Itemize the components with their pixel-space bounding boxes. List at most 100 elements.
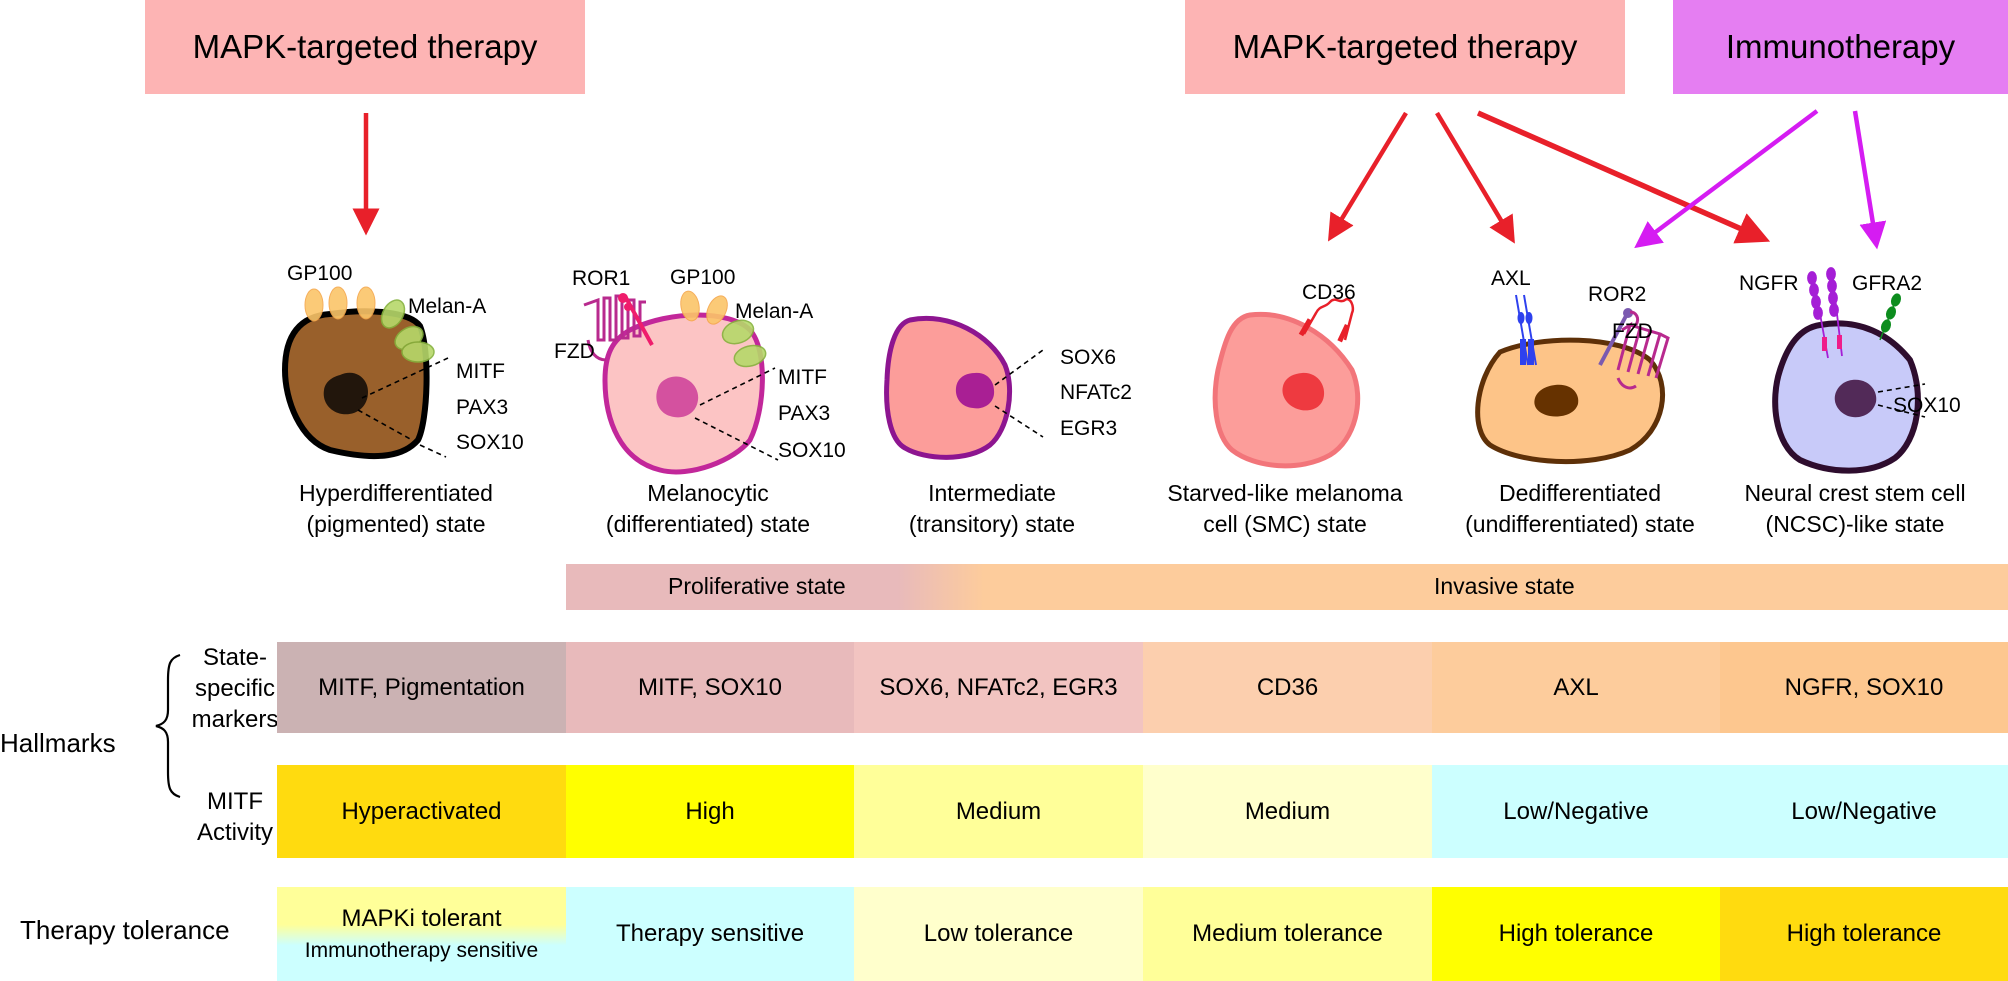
therapy-cell-text: High tolerance	[1498, 920, 1654, 947]
mitf-label-line2: Activity	[196, 819, 273, 846]
state-specific-markers-label: State- specific markers	[185, 642, 285, 735]
mapk-therapy-box-right: MAPK-targeted therapy	[1185, 0, 1625, 94]
label-melanocytic-line1: Melanocytic	[647, 480, 769, 506]
mitf-cell: Medium	[854, 765, 1143, 858]
label-ncsc: Neural crest stem cell (NCSC)-like state	[1705, 478, 2005, 540]
marker-pax3-hyper: PAX3	[456, 396, 509, 419]
marker-ror2: ROR2	[1588, 283, 1647, 306]
label-melanocytic-line2: (differentiated) state	[605, 511, 811, 537]
mitf-cell-text: Medium	[1244, 797, 1331, 825]
mitf-cell-text: Low/Negative	[1791, 797, 1937, 825]
markers-cell-text: MITF, Pigmentation	[318, 673, 525, 701]
marker-gfra2: GFRA2	[1852, 272, 1923, 295]
markers-cell-text: SOX6, NFATc2, EGR3	[879, 673, 1118, 701]
label-dedifferentiated-line1: Dedifferentiated	[1499, 480, 1661, 506]
mitf-cell-text: Low/Negative	[1503, 797, 1649, 825]
label-intermediate: Intermediate (transitory) state	[842, 478, 1142, 540]
arrow-mapk-to-smc	[1327, 111, 1408, 242]
label-smc-line2: cell (SMC) state	[1203, 511, 1367, 537]
markers-label-line1: State-	[202, 644, 268, 671]
label-melanocytic: Melanocytic (differentiated) state	[558, 478, 858, 540]
arrow-immuno-to-dedifferentiated	[1634, 109, 1819, 249]
therapy-cell-text: Low tolerance	[923, 920, 1074, 947]
marker-sox6: SOX6	[1060, 346, 1117, 369]
therapy-cell: Low tolerance	[854, 887, 1143, 981]
marker-sox10-ncsc: SOX10	[1893, 394, 1961, 417]
label-intermediate-line2: (transitory) state	[908, 511, 1076, 537]
markers-cell: NGFR, SOX10	[1720, 642, 2008, 733]
marker-fzd-dediff: FZD	[1612, 320, 1653, 343]
dedifferentiated-cell-icon	[1475, 294, 1670, 465]
mitf-label-line1: MITF	[207, 788, 263, 815]
markers-cell: AXL	[1432, 642, 1720, 733]
marker-melana-melanocytic: Melan-A	[735, 300, 814, 323]
arrow-immuno-to-ncsc	[1852, 110, 1887, 250]
markers-label-line3: markers	[191, 706, 279, 733]
marker-cd36: CD36	[1302, 281, 1356, 304]
therapy-cell-text: Medium tolerance	[1192, 920, 1383, 947]
markers-cell: MITF, Pigmentation	[277, 642, 566, 733]
marker-sox10-melanocytic: SOX10	[778, 439, 846, 462]
arrow-mapk-to-ncsc	[1476, 110, 1771, 244]
markers-cell: MITF, SOX10	[566, 642, 854, 733]
hyperdifferentiated-cell-icon	[281, 286, 449, 459]
label-smc: Starved-like melanoma cell (SMC) state	[1135, 478, 1435, 540]
marker-melana-hyper: Melan-A	[408, 295, 487, 318]
therapy-cell: High tolerance	[1720, 887, 2008, 981]
label-hyperdifferentiated-line2: (pigmented) state	[306, 511, 486, 537]
therapy-cell: High tolerance	[1432, 887, 1720, 981]
therapy-cell-text-secondary: Immunotherapy sensitive	[304, 939, 539, 962]
marker-fzd-melanocytic: FZD	[554, 340, 595, 363]
mitf-cell: High	[566, 765, 854, 858]
phenotype-bar: Proliferative state Invasive state	[566, 564, 2008, 610]
label-smc-line1: Starved-like melanoma	[1167, 480, 1403, 506]
mapk-therapy-label-left: MAPK-targeted therapy	[192, 28, 538, 65]
marker-ngfr: NGFR	[1739, 272, 1799, 295]
marker-ror1: ROR1	[572, 267, 631, 290]
marker-gp100-hyper: GP100	[287, 262, 353, 285]
mitf-cell: Medium	[1143, 765, 1432, 858]
mapk-therapy-label-right: MAPK-targeted therapy	[1232, 28, 1578, 65]
therapy-cell-text: MAPKi tolerant	[341, 905, 502, 932]
mitf-cell: Low/Negative	[1720, 765, 2008, 858]
label-hyperdifferentiated: Hyperdifferentiated (pigmented) state	[246, 478, 546, 540]
therapy-cell-text: High tolerance	[1786, 920, 1942, 947]
marker-nfatc2: NFATc2	[1060, 381, 1132, 404]
arrow-mapk-to-dedifferentiated	[1435, 111, 1515, 244]
markers-cell: CD36	[1143, 642, 1432, 733]
mitf-cell: Hyperactivated	[277, 765, 566, 858]
hallmarks-brace-icon	[155, 653, 181, 799]
marker-axl: AXL	[1491, 267, 1531, 290]
proliferative-state-label: Proliferative state	[668, 573, 846, 599]
label-ncsc-line2: (NCSC)-like state	[1765, 511, 1945, 537]
mitf-activity-label: MITF Activity	[185, 786, 285, 848]
mitf-cell-text: Hyperactivated	[341, 797, 502, 825]
label-hyperdifferentiated-line1: Hyperdifferentiated	[299, 480, 493, 506]
label-dedifferentiated: Dedifferentiated (undifferentiated) stat…	[1430, 478, 1730, 540]
smc-cell-icon	[1212, 297, 1361, 469]
therapy-cell: Therapy sensitive	[566, 887, 854, 981]
markers-cell-text: AXL	[1553, 673, 1599, 701]
markers-cell-text: MITF, SOX10	[637, 673, 783, 701]
mitf-cell-text: Medium	[955, 797, 1042, 825]
mitf-cell-text: High	[685, 797, 735, 825]
diagram-graphics	[281, 109, 1926, 475]
label-ncsc-line1: Neural crest stem cell	[1744, 480, 1966, 506]
immunotherapy-label: Immunotherapy	[1725, 28, 1956, 65]
markers-cell-text: NGFR, SOX10	[1784, 673, 1944, 701]
markers-cell-text: CD36	[1256, 673, 1319, 701]
marker-mitf-hyper: MITF	[456, 360, 505, 383]
ncsc-cell-icon	[1772, 267, 1926, 474]
marker-gp100-melanocytic: GP100	[670, 266, 736, 289]
mapk-therapy-box-left: MAPK-targeted therapy	[145, 0, 585, 94]
label-dedifferentiated-line2: (undifferentiated) state	[1465, 511, 1695, 537]
therapy-tolerance-label: Therapy tolerance	[20, 915, 230, 945]
marker-pax3-melanocytic: PAX3	[778, 402, 831, 425]
marker-sox10-hyper: SOX10	[456, 431, 524, 454]
immunotherapy-box: Immunotherapy	[1673, 0, 2008, 94]
hallmarks-label: Hallmarks	[0, 728, 116, 758]
melanocytic-cell-icon	[583, 290, 779, 475]
marker-egr3: EGR3	[1060, 417, 1118, 440]
mitf-cell: Low/Negative	[1432, 765, 1720, 858]
